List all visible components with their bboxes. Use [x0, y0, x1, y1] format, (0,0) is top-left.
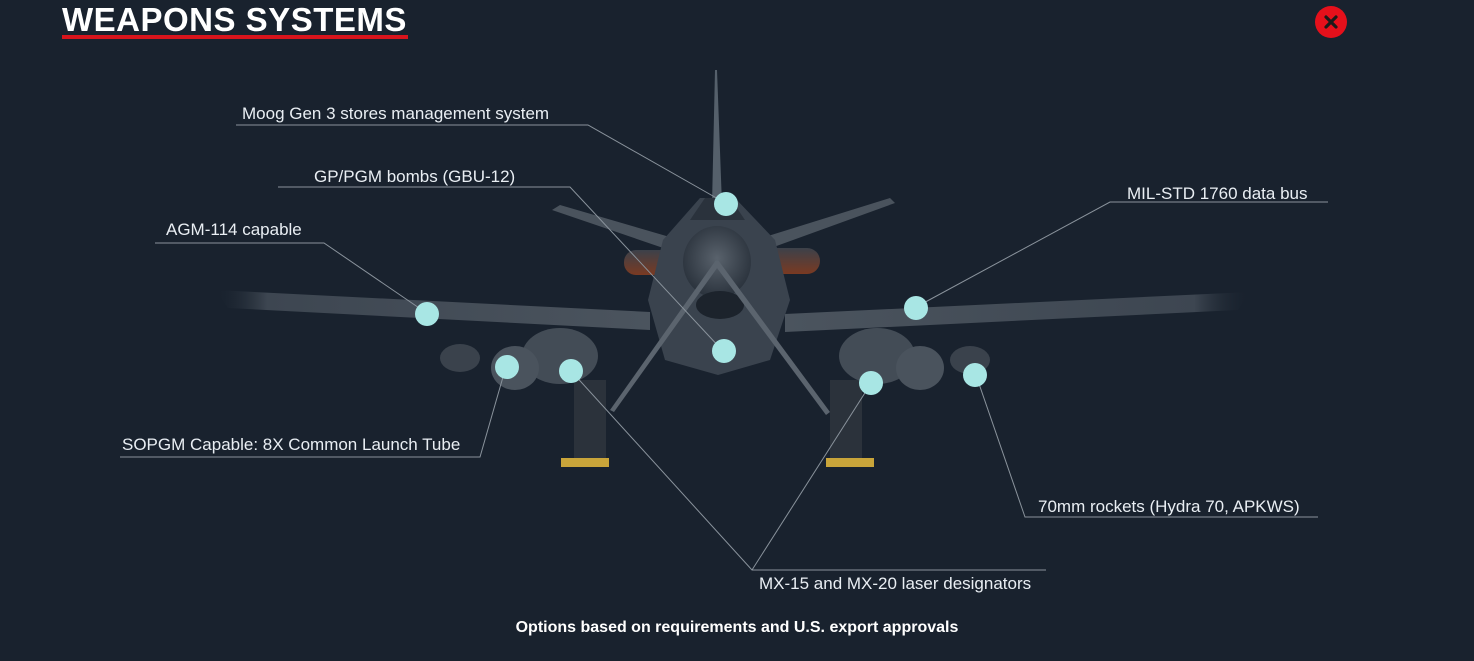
callout-rockets: 70mm rockets (Hydra 70, APKWS) [1038, 497, 1300, 516]
leader-line-gp-pgm-bombs [278, 186, 723, 351]
propeller-blade [714, 260, 830, 415]
right-launch-tube-pod [896, 346, 944, 390]
callout-laser-designators: MX-15 and MX-20 laser designators [759, 574, 1032, 593]
right-gear-pad [826, 458, 874, 467]
right-landing-gear [830, 380, 862, 460]
right-wing [785, 292, 1250, 332]
title-underline [62, 35, 408, 39]
callout-agm-114: AGM-114 capable [166, 220, 302, 239]
leader-line-rockets [976, 377, 1318, 518]
hotspot-rockets[interactable] [963, 363, 987, 387]
hotspot-agm-114[interactable] [415, 302, 439, 326]
leader-line-stores-management [236, 124, 721, 201]
callout-sopgm: SOPGM Capable: 8X Common Launch Tube [122, 435, 461, 454]
leader-line-mil-std-1760 [917, 201, 1328, 307]
right-sensor-pod [839, 328, 915, 384]
left-stabilizer [552, 205, 680, 252]
left-landing-gear [574, 380, 606, 460]
callout-stores-management: Moog Gen 3 stores management system [242, 104, 550, 123]
callout-mil-std-1760: MIL-STD 1760 data bus [1127, 184, 1308, 203]
left-rocket-pod [440, 344, 480, 372]
page-title: WEAPONS SYSTEMS [62, 1, 407, 38]
leader-lines [120, 124, 1328, 571]
hotspot-gp-pgm-bombs[interactable] [712, 339, 736, 363]
intake [696, 291, 744, 319]
callout-gp-pgm-bombs: GP/PGM bombs (GBU-12) [314, 167, 516, 186]
tail-antenna [712, 70, 722, 205]
hotspot-mil-std-1760[interactable] [904, 296, 928, 320]
hotspot-laser-designator-right[interactable] [859, 371, 883, 395]
hotspot-stores-management[interactable] [714, 192, 738, 216]
propeller-blade [610, 260, 720, 412]
hotspot-laser-designator-left[interactable] [559, 359, 583, 383]
hotspot-sopgm[interactable] [495, 355, 519, 379]
leader-line-agm-114 [155, 242, 426, 313]
leader-line-laser-left [571, 371, 1046, 571]
left-gear-pad [561, 458, 609, 467]
footnote: Options based on requirements and U.S. e… [515, 619, 959, 636]
right-stabilizer [755, 198, 895, 252]
close-button[interactable] [1315, 6, 1347, 38]
close-x-icon [1324, 15, 1338, 29]
leader-line-sopgm [120, 369, 506, 458]
leader-line-laser-right [751, 384, 871, 571]
